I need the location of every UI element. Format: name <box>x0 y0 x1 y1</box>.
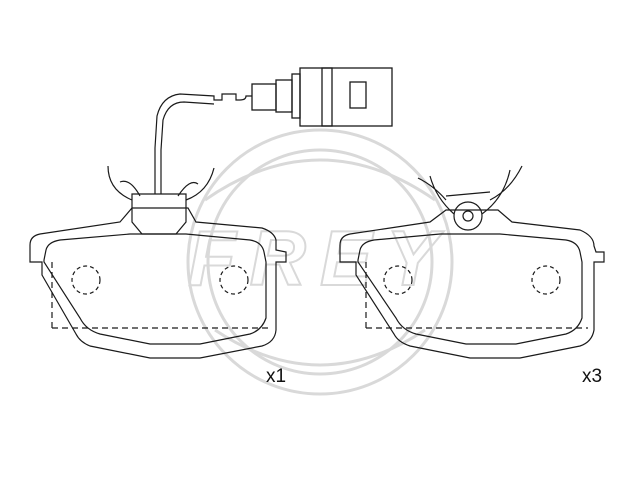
watermark-text: FREY <box>188 214 452 302</box>
watermark <box>186 128 454 396</box>
sensor-housing <box>131 193 187 235</box>
right-hole-a <box>383 265 413 295</box>
sensor-connector <box>251 67 393 127</box>
right-backing-plate <box>339 209 605 359</box>
right-hole-b <box>531 265 561 295</box>
sensor-wire <box>154 93 252 194</box>
clip-eye <box>453 201 483 231</box>
left-friction-pad <box>43 233 267 345</box>
quantity-label-sensor-pad: x1 <box>266 366 287 387</box>
left-hole-b <box>219 265 249 295</box>
right-friction-pad <box>357 233 583 345</box>
pad-with-sensor <box>29 93 287 359</box>
left-backing-plate <box>29 207 287 359</box>
left-hole-a <box>71 265 101 295</box>
quantity-label-clip-pad: x3 <box>582 366 603 387</box>
pad-with-spring-clip <box>339 165 605 359</box>
